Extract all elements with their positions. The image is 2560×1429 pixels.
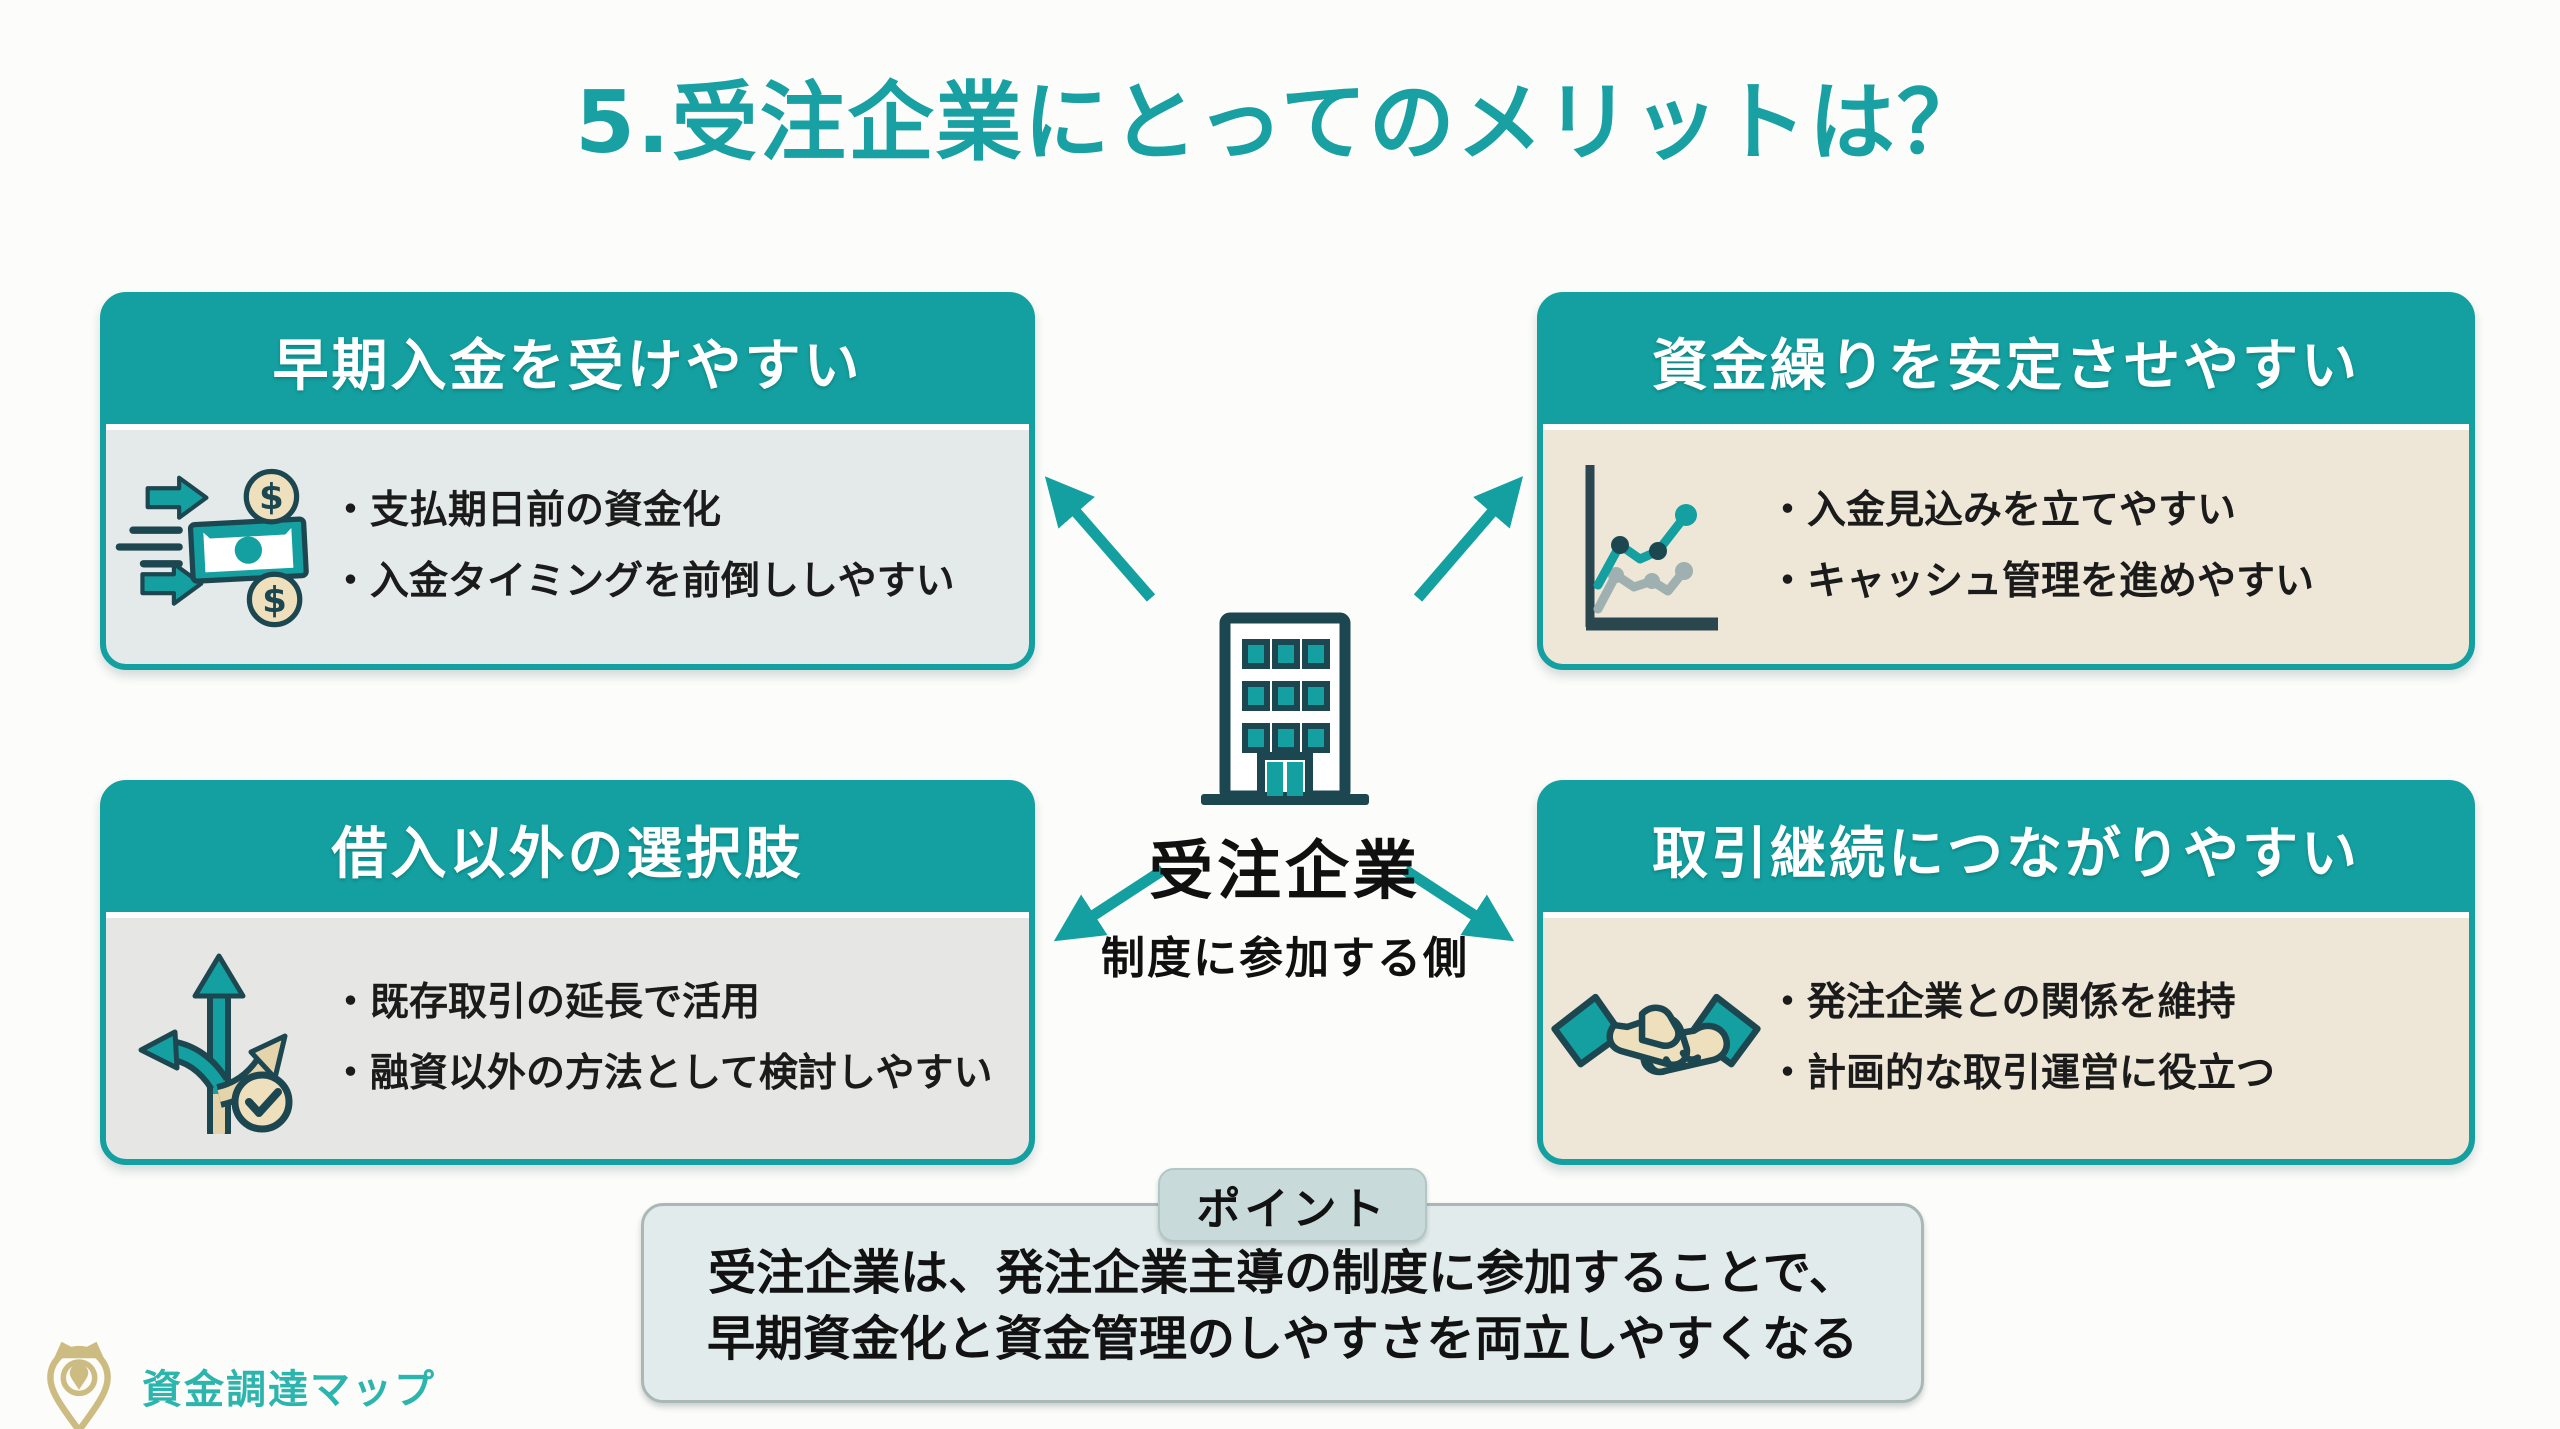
point-tab-label: ポイント	[1196, 1184, 1389, 1235]
brand-logo-text: 資金調達マップ	[142, 1367, 436, 1413]
arrow-to-top-left	[1044, 476, 1156, 602]
bullet-item: ・入金タイミングを前倒ししやすい	[331, 559, 955, 604]
building-icon	[1201, 612, 1369, 805]
card-early-payment-header: 早期入金を受けやすい	[106, 298, 1029, 424]
bullet-item: ・支払期日前の資金化	[331, 488, 722, 534]
handshake-icon	[1543, 959, 1768, 1119]
bullet-item: ・融資以外の方法として検討しやすい	[331, 1050, 993, 1096]
point-tab: ポイント	[1158, 1168, 1427, 1242]
arrow-to-top-right	[1413, 476, 1524, 602]
card-early-payment-title: 早期入金を受けやすい	[272, 333, 863, 399]
point-text-line1: 受注企業は、発注企業主導の制度に参加することで、	[708, 1245, 1857, 1302]
card-stable-cashflow-header: 資金繰りを安定させやすい	[1543, 298, 2469, 424]
center-sublabel: 制度に参加する側	[1101, 933, 1469, 984]
branch-arrows-icon	[106, 944, 331, 1134]
bullet-item: ・入金見込みを立てやすい	[1768, 488, 2237, 534]
card-business-continuity-bullets: ・発注企業との関係を維持 ・計画的な取引運営に役立つ	[1768, 961, 2469, 1116]
money-transfer-icon: $ $	[106, 461, 331, 633]
bullet-item: ・既存取引の延長で活用	[331, 979, 761, 1025]
brand-logo: 資金調達マップ	[36, 1338, 436, 1429]
card-stable-cashflow: 資金繰りを安定させやすい ・入金見込みを立てやすい	[1537, 292, 2475, 670]
bullet-item: ・計画的な取引運営に役立つ	[1768, 1050, 2276, 1096]
card-stable-cashflow-title: 資金繰りを安定させやすい	[1652, 333, 2360, 399]
line-chart-icon	[1543, 457, 1768, 637]
bullet-item: ・発注企業との関係を維持	[1768, 979, 2236, 1025]
card-business-continuity-body: ・発注企業との関係を維持 ・計画的な取引運営に役立つ	[1543, 912, 2469, 1159]
card-business-continuity: 取引継続につながりやすい ・発注企	[1537, 780, 2475, 1165]
point-text-line2: 早期資金化と資金管理のしやすさを両立しやすくなる	[706, 1311, 1859, 1367]
card-non-borrowing-option-body: ・既存取引の延長で活用 ・融資以外の方法として検討しやすい	[106, 912, 1029, 1159]
card-non-borrowing-option-header: 借入以外の選択肢	[106, 786, 1029, 912]
svg-text:$: $	[262, 580, 287, 621]
card-early-payment-body: $ $ ・支払期日前の資金化 ・入金タイミングを前倒ししやすい	[106, 424, 1029, 664]
card-non-borrowing-option: 借入以外の選択肢	[100, 780, 1035, 1165]
card-early-payment-bullets: ・支払期日前の資金化 ・入金タイミングを前倒ししやすい	[331, 469, 1029, 624]
center-label: 受注企業	[1149, 835, 1421, 909]
card-business-continuity-title: 取引継続につながりやすい	[1652, 821, 2360, 887]
card-non-borrowing-option-bullets: ・既存取引の延長で活用 ・融資以外の方法として検討しやすい	[331, 961, 1029, 1116]
svg-text:$: $	[259, 477, 284, 518]
card-early-payment: 早期入金を受けやすい	[100, 292, 1035, 670]
center-entity: 受注企業 制度に参加する側	[1030, 610, 1540, 986]
map-pin-crown-icon	[47, 1341, 111, 1429]
card-business-continuity-header: 取引継続につながりやすい	[1543, 786, 2469, 912]
card-stable-cashflow-body: ・入金見込みを立てやすい ・キャッシュ管理を進めやすい	[1543, 424, 2469, 664]
card-stable-cashflow-bullets: ・入金見込みを立てやすい ・キャッシュ管理を進めやすい	[1768, 469, 2469, 624]
card-non-borrowing-option-title: 借入以外の選択肢	[331, 821, 804, 887]
page-title: 5.受注企業にとってのメリットは？	[575, 73, 1985, 173]
bullet-item: ・キャッシュ管理を進めやすい	[1768, 559, 2315, 604]
